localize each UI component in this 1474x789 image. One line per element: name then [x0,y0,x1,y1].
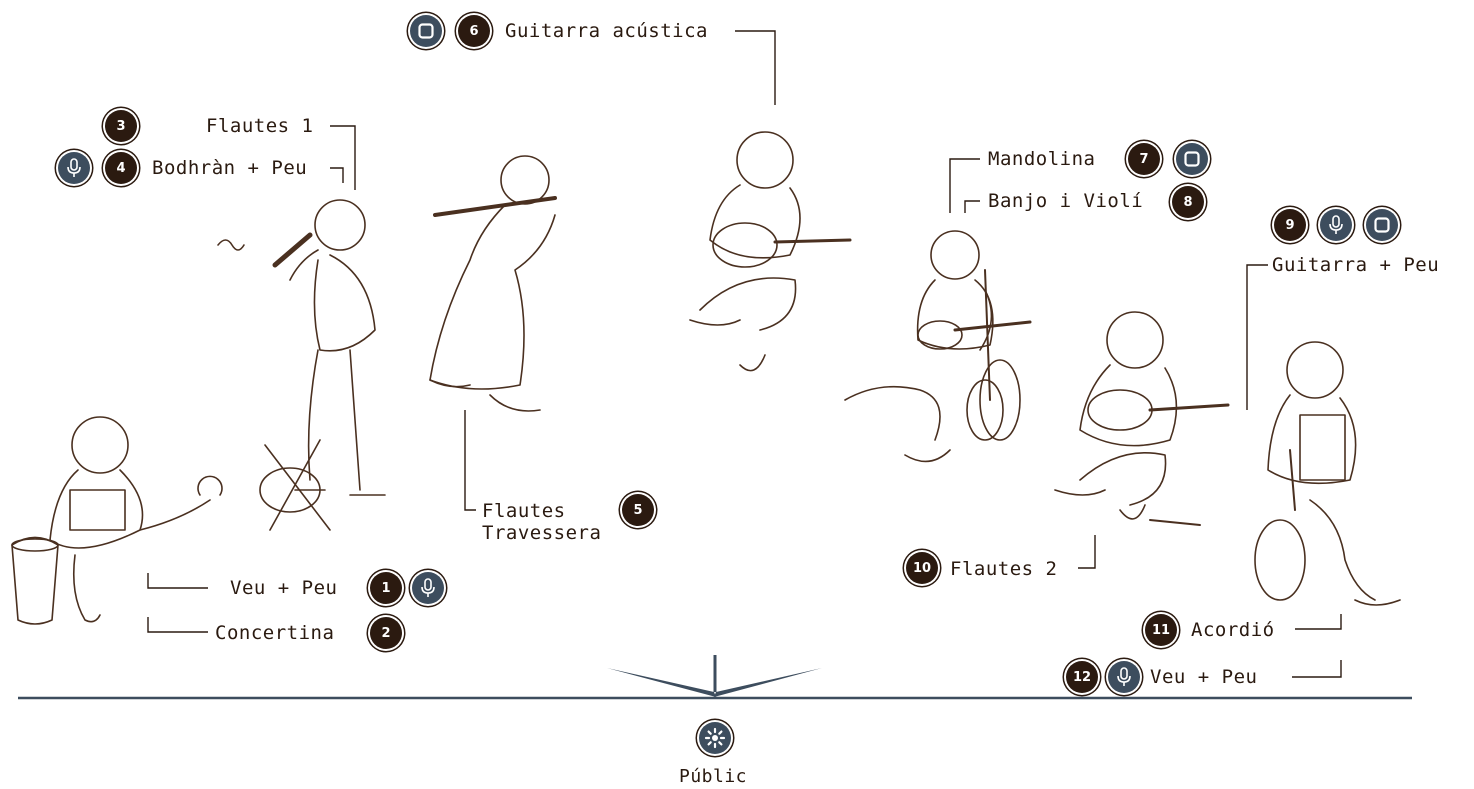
leader-acordio [1295,614,1341,629]
leader-veu-peu-1 [148,573,208,588]
label-banjo-violi: Banjo i Violí [988,190,1143,212]
badge-2: 2 [370,617,402,649]
musician-flute-1-figure [218,200,385,530]
badge-4: 4 [105,152,137,184]
label-veu-peu-2: Veu + Peu [1150,666,1257,688]
microphone-icon [1108,661,1140,693]
label-flautes-travessera: Flautes Travessera [482,500,622,544]
musician-guitar-2-figure [1055,312,1228,525]
label-guitarra-peu: Guitarra + Peu [1272,254,1439,276]
label-bodhran: Bodhràn + Peu [152,157,307,179]
badge-3: 3 [105,110,137,142]
badge-1: 1 [370,572,402,604]
audience-icon [699,722,731,754]
musician-mandolin-violin-figure [845,231,1030,461]
microphone-icon [58,152,90,184]
stage-wing-left [607,668,716,697]
badge-6: 6 [458,15,490,47]
label-mandolina: Mandolina [988,148,1095,170]
badge-11: 11 [1145,614,1177,646]
leader-flautes-travessera [465,410,476,510]
musician-concertina-figure [12,417,222,624]
musician-accordion-figure [1255,342,1400,605]
label-flautes-2: Flautes 2 [950,558,1057,580]
musician-acoustic-guitar-figure [690,132,850,371]
label-concertina: Concertina [215,622,334,644]
di-box-icon [1176,143,1208,175]
leader-flautes-2 [1078,535,1095,568]
badge-9: 9 [1274,209,1306,241]
badge-5: 5 [622,494,654,526]
leader-guitarra-acustica [735,31,775,105]
di-box-icon [1366,209,1398,241]
label-veu-peu-1: Veu + Peu [230,577,337,599]
leader-veu-peu-2 [1292,660,1341,677]
label-flautes-1: Flautes 1 [206,115,313,137]
leader-bodhran [330,168,343,183]
stage-wing-right [714,668,822,697]
badge-7: 7 [1128,143,1160,175]
di-box-icon [410,15,442,47]
badge-10: 10 [906,552,938,584]
musician-transverse-flute-figure [430,156,555,411]
badge-8: 8 [1172,186,1204,218]
label-guitarra-acustica: Guitarra acústica [505,20,708,42]
badge-12: 12 [1066,661,1098,693]
leader-guitarra-peu [1247,265,1268,410]
leader-banjo [965,201,980,213]
label-public: Públic [679,766,747,788]
microphone-icon [412,572,444,604]
microphone-icon [1320,209,1352,241]
leader-concertina [148,617,208,632]
label-acordio: Acordió [1191,619,1275,641]
